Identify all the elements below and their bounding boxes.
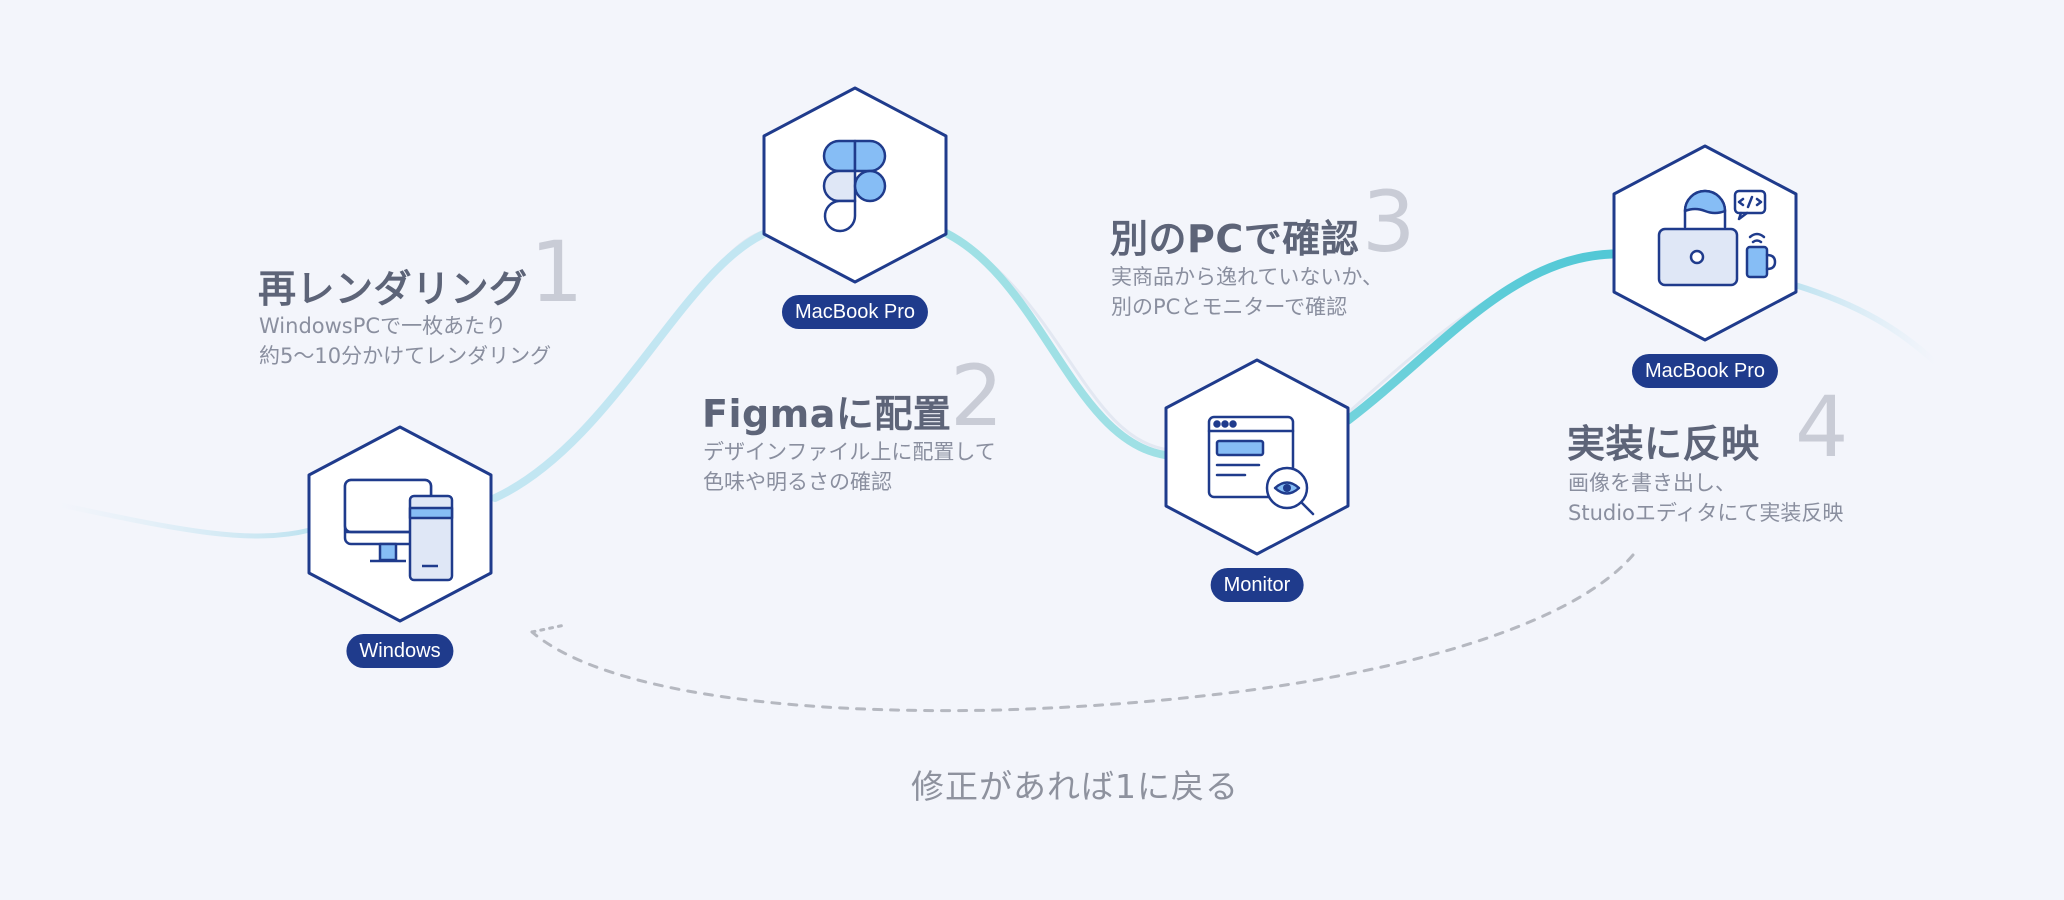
device-badge-monitor: Monitor — [1210, 568, 1304, 602]
node-figma — [762, 86, 948, 284]
step-2-desc-line-2: 色味や明るさの確認 — [703, 470, 892, 494]
step-4-number: 4 — [1795, 378, 1849, 476]
wave-segment-2-3 — [931, 224, 1169, 459]
wave-segment-3-4 — [1343, 249, 1617, 425]
wave-segment-1-2 — [491, 224, 784, 502]
step-1-desc-line-1: WindowsPCで一枚あたり — [259, 314, 507, 338]
step-2-number: 2 — [950, 347, 1004, 445]
device-badge-windows: Windows — [346, 634, 454, 668]
wave-tail — [1792, 282, 1938, 365]
node-developer — [1612, 144, 1798, 342]
step-1-number: 1 — [530, 223, 584, 321]
node-windows — [307, 425, 493, 623]
step-3-title: 別のPCで確認 — [1110, 217, 1360, 261]
step-1-title: 再レンダリング — [258, 267, 528, 311]
step-3-desc-line-2: 別のPCとモニターで確認 — [1111, 295, 1348, 319]
device-badge-macbook-pro-1: MacBook Pro — [781, 295, 929, 329]
loop-arrow — [530, 553, 1635, 713]
browser-inspect-icon — [1207, 415, 1315, 516]
step-3-number: 3 — [1362, 173, 1416, 271]
step-4-desc-line-1: 画像を書き出し、 — [1568, 471, 1736, 495]
wave-path — [491, 224, 1938, 502]
step-2-title: Figmaに配置 — [702, 392, 952, 436]
node-monitor — [1164, 358, 1350, 556]
step-2-desc-line-1: デザインファイル上に配置して — [703, 440, 996, 464]
developer-laptop-icon — [1657, 189, 1777, 287]
device-badge-macbook-pro-2: MacBook Pro — [1631, 354, 1779, 388]
desktop-pc-icon — [343, 478, 454, 582]
step-4-desc-line-2: Studioエディタにて実装反映 — [1568, 501, 1844, 525]
step-1-desc-line-2: 約5〜10分かけてレンダリング — [259, 344, 552, 368]
step-4-title: 実装に反映 — [1567, 422, 1760, 466]
step-3-desc-line-1: 実商品から逸れていないか、 — [1111, 265, 1383, 289]
figma-logo-icon — [822, 139, 887, 233]
loop-note: 修正があれば1に戻る — [911, 767, 1239, 806]
